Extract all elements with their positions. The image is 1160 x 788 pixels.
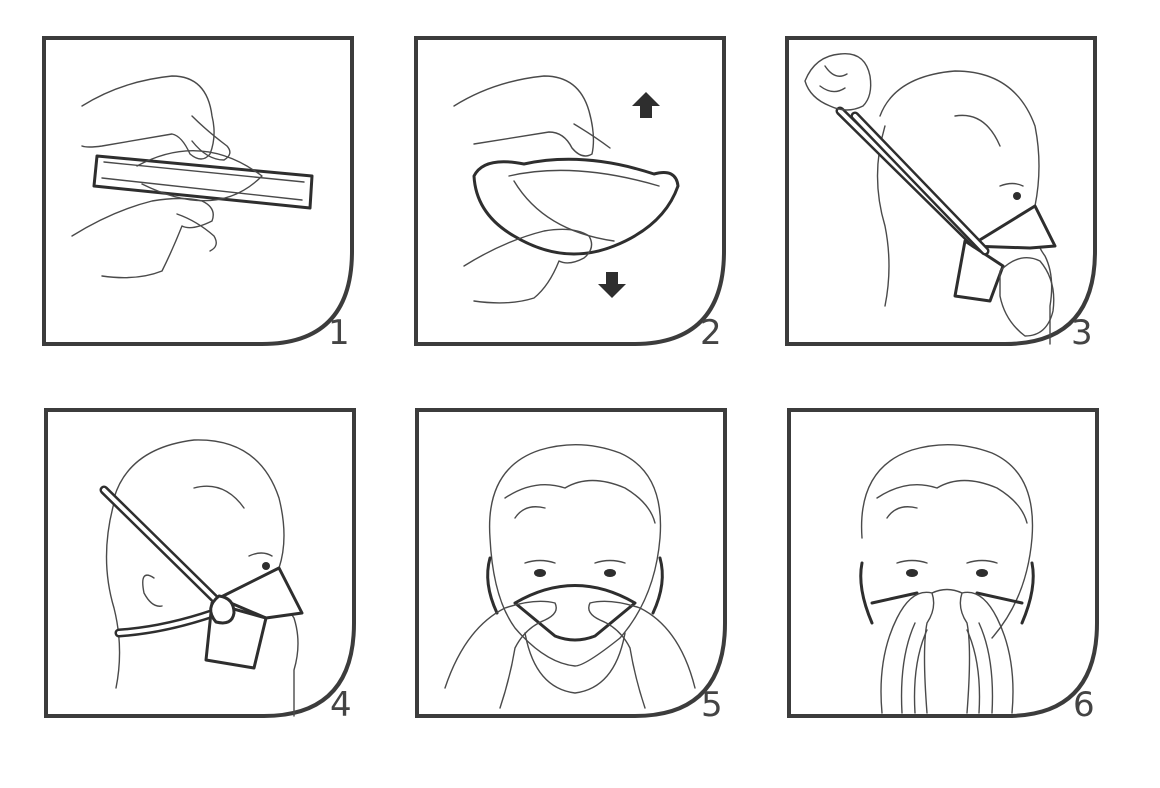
step-number: 6 (1073, 685, 1095, 725)
step-5-illustration (415, 408, 727, 718)
step-6-panel: 6 (787, 408, 1099, 722)
step-number: 5 (701, 685, 723, 725)
step-number: 4 (330, 685, 352, 725)
step-number: 1 (328, 313, 350, 353)
step-number: 3 (1071, 313, 1093, 353)
step-2-panel: 2 (414, 36, 726, 350)
step-5-panel: 5 (415, 408, 727, 722)
step-2-illustration (414, 36, 726, 346)
step-3-panel: 3 (785, 36, 1097, 350)
step-number: 2 (700, 313, 722, 353)
arrow-up-icon (632, 92, 660, 118)
step-3-illustration (785, 36, 1097, 346)
step-6-illustration (787, 408, 1099, 718)
step-4-illustration (44, 408, 356, 718)
step-1-panel: 1 (42, 36, 354, 350)
arrow-down-icon (598, 272, 626, 298)
step-1-illustration (42, 36, 354, 346)
step-4-panel: 4 (44, 408, 356, 722)
